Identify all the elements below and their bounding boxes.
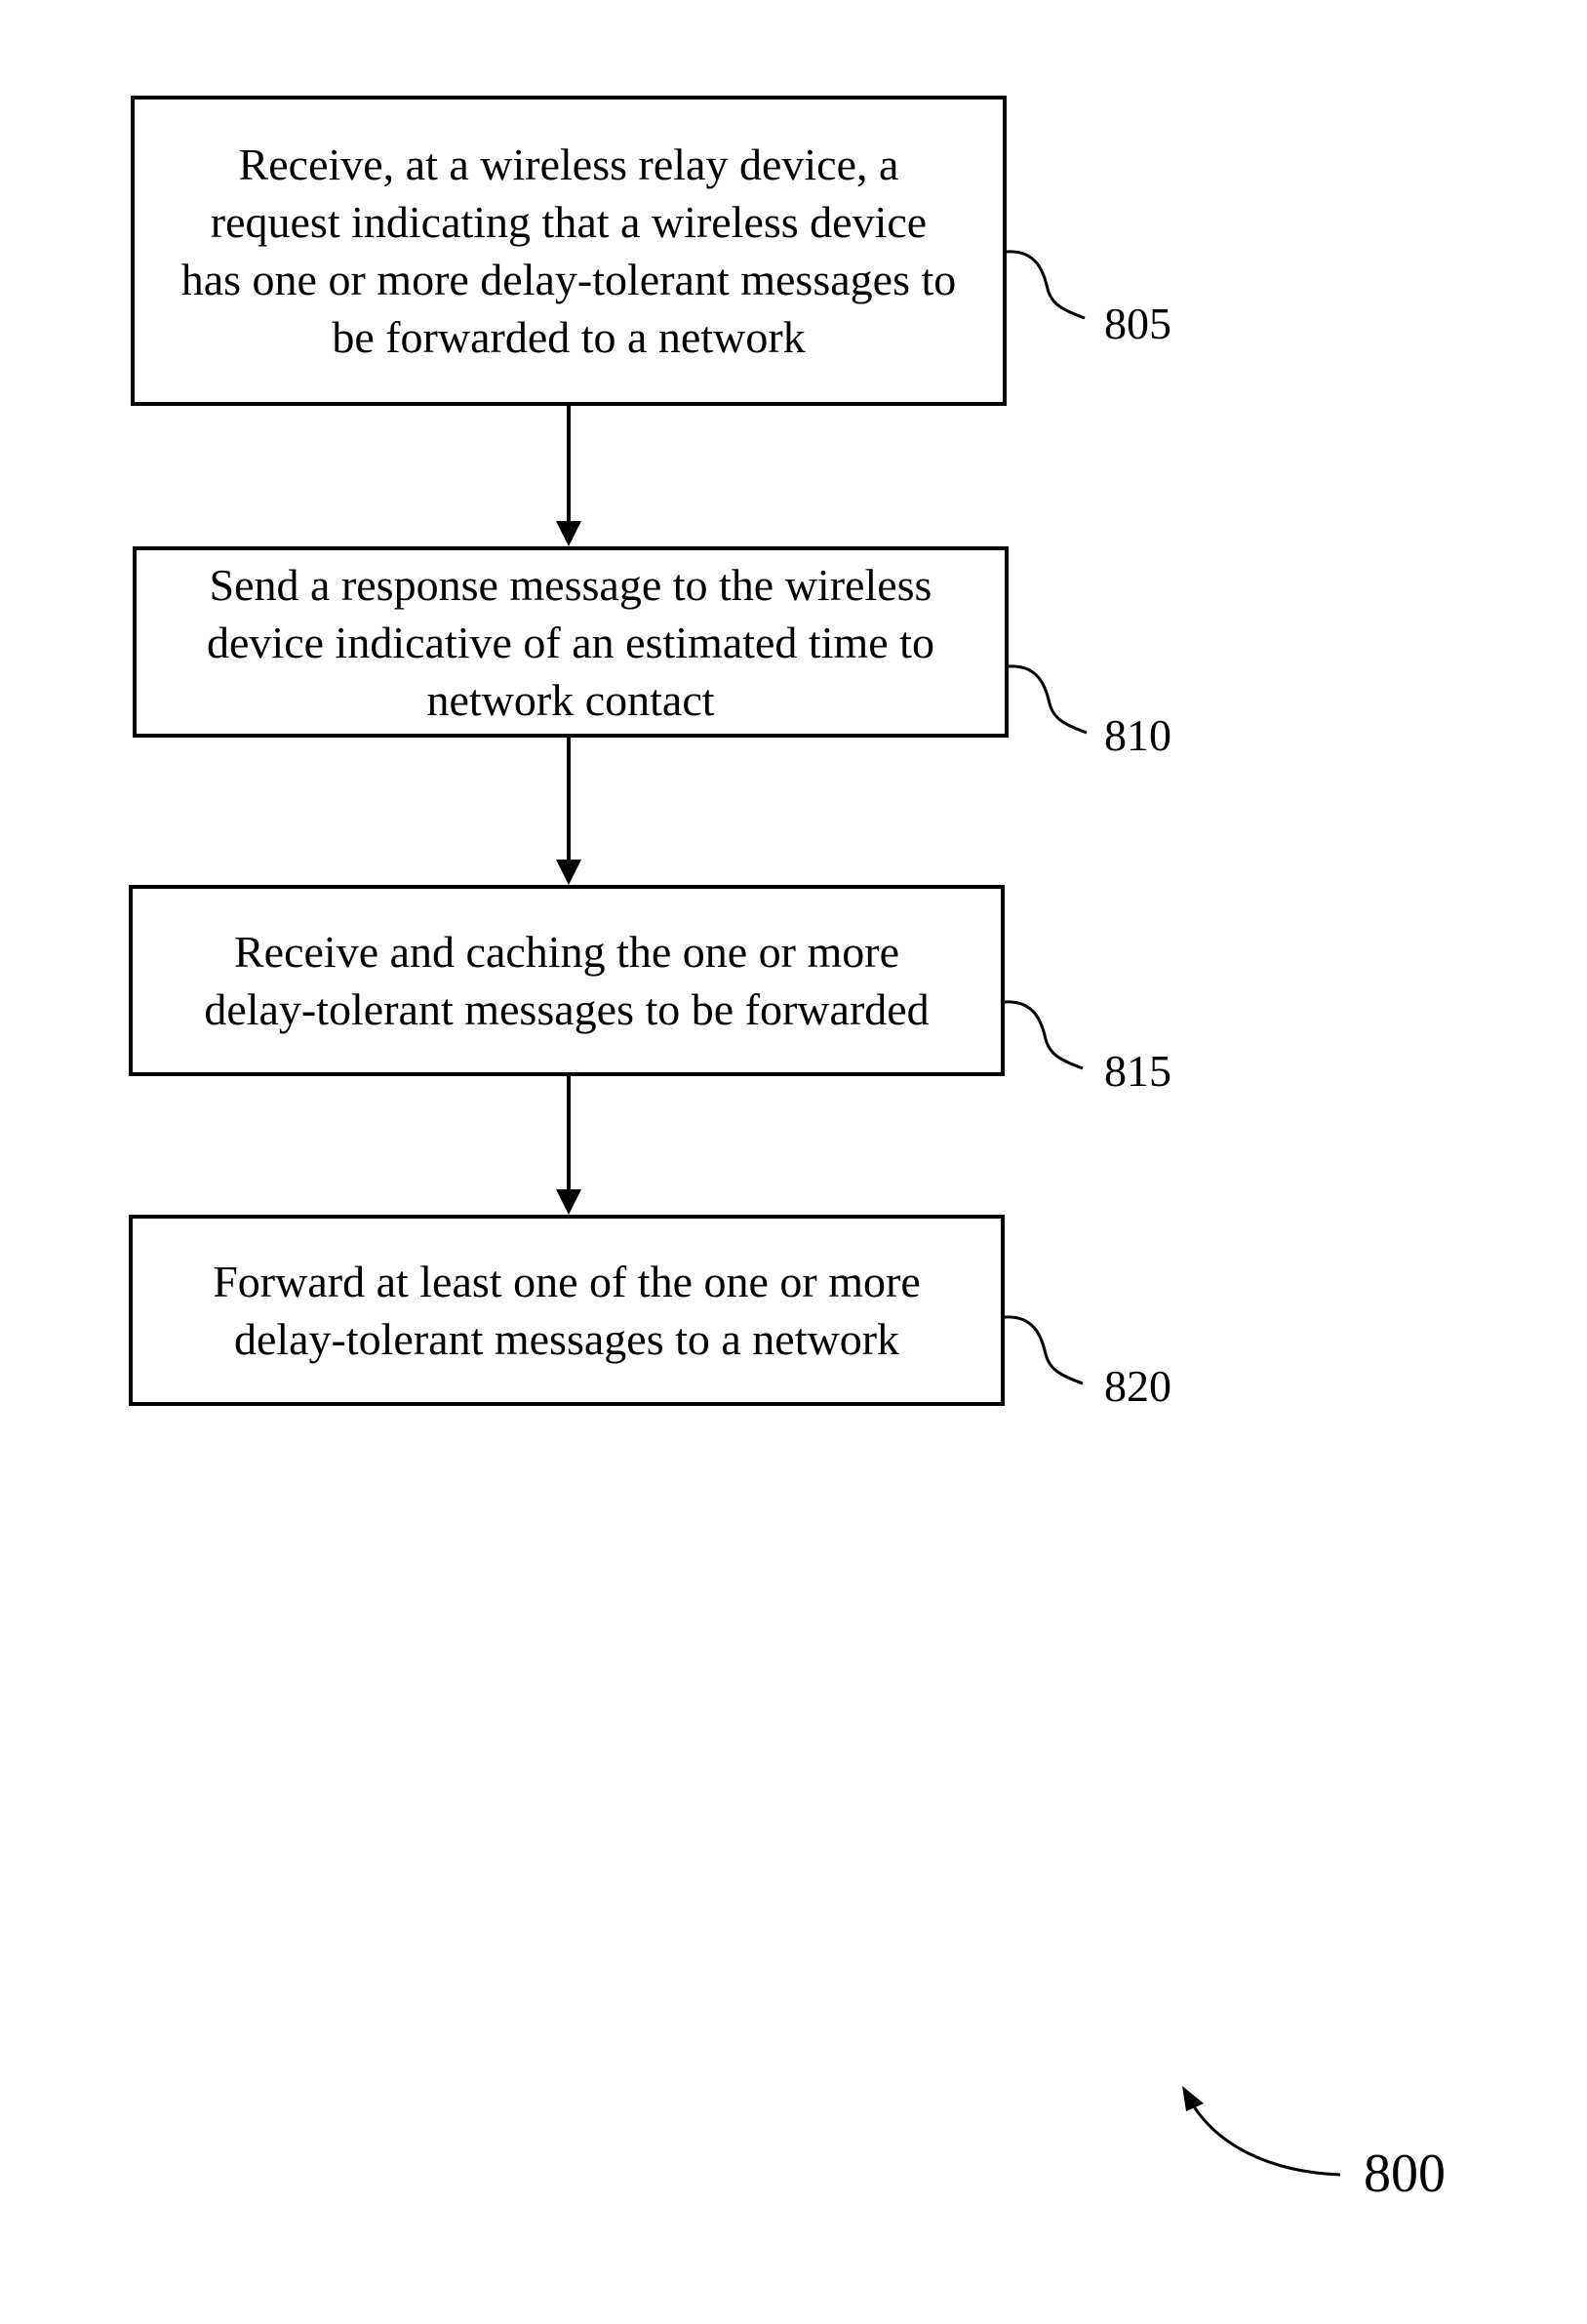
flow-arrow-810-815 [556,738,581,885]
step-box-810: Send a response message to the wireless … [133,546,1009,738]
leader-line-805 [1007,252,1085,318]
step-box-820: Forward at least one of the one or more … [129,1215,1005,1406]
step-815-line: delay-tolerant messages to be forwarded [204,981,929,1038]
step-810-line: Send a response message to the wireless [207,556,934,614]
step-805-line: has one or more delay-tolerant messages … [181,251,957,308]
step-box-805: Receive, at a wireless relay device, a r… [131,96,1007,406]
leader-line-815 [1005,1002,1083,1068]
step-text-820: Forward at least one of the one or more … [213,1253,921,1368]
step-805-line: Receive, at a wireless relay device, a [181,136,957,193]
figure-arrow-800 [1182,2086,1340,2175]
step-text-810: Send a response message to the wireless … [207,556,934,729]
step-815-line: Receive and caching the one or more [204,923,929,981]
step-810-line: network contact [207,671,934,729]
step-text-805: Receive, at a wireless relay device, a r… [181,136,957,366]
flow-arrow-815-820 [556,1076,581,1215]
leader-line-820 [1005,1317,1083,1383]
step-805-line: request indicating that a wireless devic… [181,193,957,251]
leader-line-810 [1009,666,1087,733]
step-box-815: Receive and caching the one or more dela… [129,885,1005,1076]
step-810-line: device indicative of an estimated time t… [207,614,934,671]
step-820-line: Forward at least one of the one or more [213,1253,921,1310]
flow-arrow-805-810 [556,406,581,546]
reference-numeral-820: 820 [1104,1364,1171,1409]
reference-numeral-815: 815 [1104,1049,1171,1094]
step-text-815: Receive and caching the one or more dela… [204,923,929,1038]
reference-numeral-805: 805 [1104,301,1171,346]
step-820-line: delay-tolerant messages to a network [213,1310,921,1368]
figure-number: 800 [1364,2146,1446,2201]
reference-numeral-810: 810 [1104,713,1171,758]
step-805-line: be forwarded to a network [181,308,957,366]
